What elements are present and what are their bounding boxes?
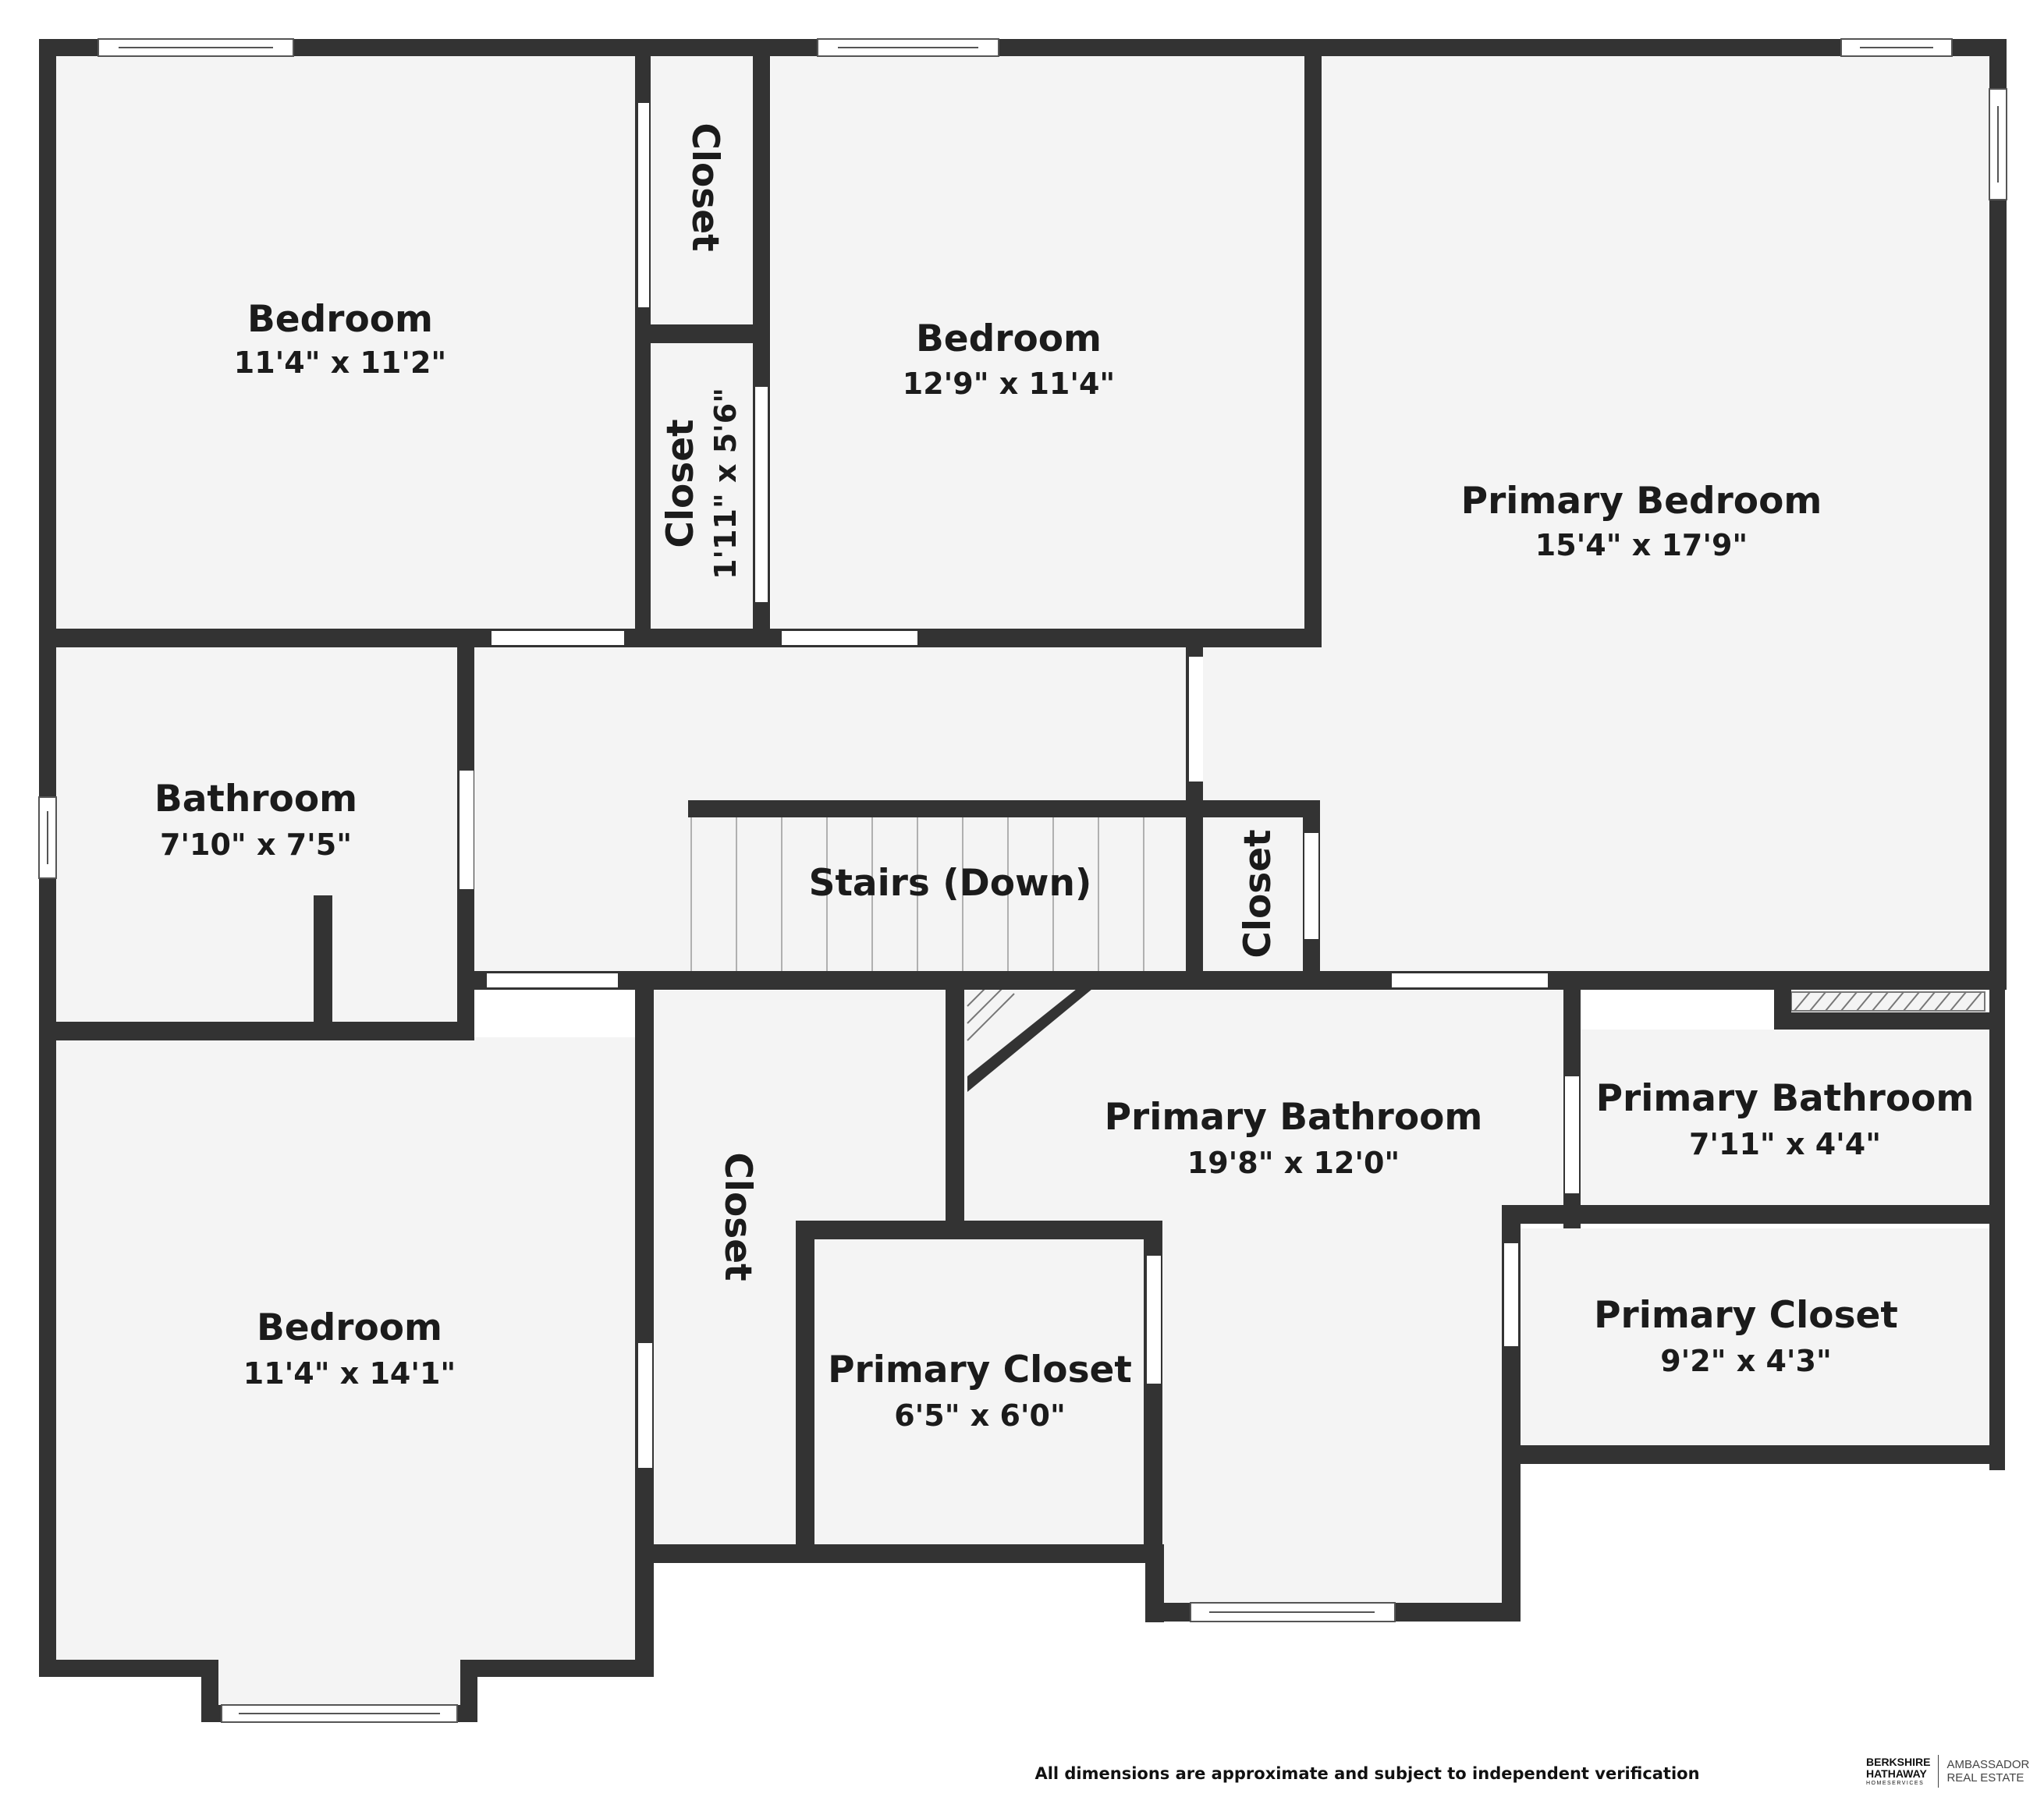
wall-sw-east (635, 971, 654, 1677)
label-bedroom-nw: Bedroom (247, 298, 433, 341)
wall-closet-sw-south (635, 1544, 1159, 1563)
brand-line1: BERKSHIRE (1866, 1755, 1931, 1768)
label-stairs: Stairs (Down) (809, 862, 1092, 905)
window-primary-north (1840, 38, 1953, 57)
brand-office: AMBASSADOR REAL ESTATE (1946, 1758, 2029, 1785)
hatched-areas (967, 988, 1985, 1041)
floor-primary-bath-small (1581, 1030, 1989, 1205)
floor-bedroom-nw (56, 56, 643, 629)
label-primary-bath-small: Primary Bathroom (1596, 1077, 1975, 1120)
wall-north (39, 39, 2005, 56)
label-primary-bath-main: Primary Bathroom (1105, 1096, 1483, 1139)
wall-bath-small-south (1502, 1205, 2005, 1224)
label-primary-closet-b: Primary Closet (1594, 1294, 1898, 1337)
brand-name: BERKSHIRE HATHAWAY HOMESERVICES (1866, 1756, 1930, 1787)
wall-bath-south (39, 1022, 474, 1040)
brand-line2: HATHAWAY (1866, 1767, 1927, 1780)
label-closet-mid: Closet (659, 419, 702, 548)
dims-primary-closet-a: 6'5" x 6'0" (894, 1398, 1066, 1433)
label-primary-bedroom: Primary Bedroom (1461, 480, 1822, 523)
wall-hatch-south (1774, 1012, 2005, 1030)
dims-primary-bath-small: 7'11" x 4'4" (1689, 1127, 1881, 1161)
window-primary-bath (1190, 1602, 1396, 1622)
disclaimer-text: All dimensions are approximate and subje… (1034, 1764, 1700, 1783)
wall-bed-n-east (1304, 39, 1322, 647)
dims-primary-closet-b: 9'2" x 4'3" (1660, 1344, 1832, 1378)
wall-pcloset-a-north (796, 1221, 1162, 1239)
wall-west-upper (39, 39, 56, 1037)
label-closet-stairs: Closet (1237, 829, 1279, 958)
label-closet-top: Closet (683, 122, 726, 251)
floor-bathroom (56, 644, 457, 1023)
floor-primary-closet-b (1520, 1228, 1989, 1445)
window-bed-n (817, 38, 999, 57)
brand-logo: BERKSHIRE HATHAWAY HOMESERVICES AMBASSAD… (1866, 1755, 2029, 1788)
wall-south-sw-right (460, 1660, 654, 1677)
window-bed-nw (98, 38, 294, 57)
floor-closet-top (651, 56, 753, 324)
wall-pcloset-a-west (796, 1221, 814, 1563)
wall-upper-corridor (39, 629, 1322, 647)
dims-bedroom-n: 12'9" x 11'4" (903, 367, 1115, 401)
window-bathroom-west (38, 796, 57, 879)
wall-closet-sw-east (946, 971, 964, 1228)
dims-bathroom: 7'10" x 7'5" (160, 828, 352, 862)
windows (38, 38, 2007, 1723)
wall-bath-stub (314, 895, 332, 1036)
floor-primary-closet-a (814, 1239, 1145, 1544)
wall-bay-left (201, 1660, 218, 1720)
label-bedroom-n: Bedroom (916, 317, 1102, 360)
label-primary-closet-a: Primary Closet (828, 1349, 1132, 1391)
wall-closet-divider (635, 324, 770, 343)
dims-primary-bedroom: 15'4" x 17'9" (1535, 528, 1748, 562)
brand-side2: REAL ESTATE (1946, 1771, 2024, 1785)
floor-primary-bath-main (961, 991, 1563, 1603)
brand-side1: AMBASSADOR (1946, 1758, 2030, 1771)
stair-treads (690, 816, 1144, 971)
label-bathroom: Bathroom (154, 778, 357, 821)
dims-bedroom-nw: 11'4" x 11'2" (234, 346, 446, 380)
floor-bedroom-n (771, 56, 1304, 629)
wall-pcloset-b-south (1502, 1445, 2005, 1464)
floor-bedroom-sw (56, 1037, 635, 1708)
label-closet-sw: Closet (716, 1152, 759, 1281)
wall-west-lower (39, 1022, 56, 1677)
window-primary-east (1989, 88, 2007, 200)
dims-bedroom-sw: 11'4" x 14'1" (243, 1356, 456, 1391)
openings (460, 103, 1579, 1468)
brand-divider (1938, 1755, 1939, 1788)
brand-line3: HOMESERVICES (1866, 1780, 1925, 1786)
wall-bath-main-east-low (1502, 1445, 1521, 1622)
floor-primary-bedroom (1201, 56, 1989, 971)
label-bedroom-sw: Bedroom (257, 1306, 442, 1349)
floor-closet-mid (651, 343, 753, 629)
window-bed-sw (221, 1704, 458, 1723)
wall-east-upper (1989, 39, 2007, 983)
wall-stairs-north (688, 800, 1320, 817)
wall-hall-south (457, 971, 2007, 990)
dims-closet-mid: 1'11" x 5'6" (708, 388, 743, 580)
wall-south-sw-left (39, 1660, 218, 1677)
wall-diagonal (967, 989, 1092, 1092)
room-labels: Bedroom 11'4" x 11'2" Closet Closet 1'11… (154, 122, 1975, 1433)
dims-primary-bath-main: 19'8" x 12'0" (1187, 1146, 1400, 1180)
